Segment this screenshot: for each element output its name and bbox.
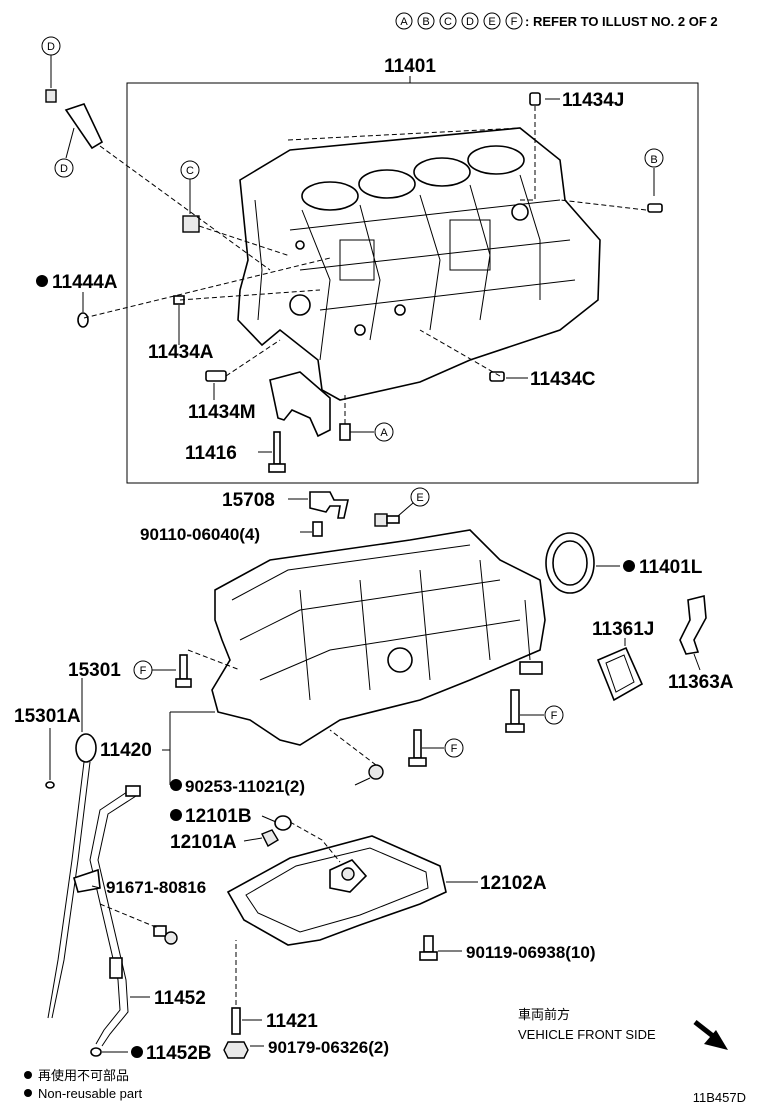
sensor-d-icon	[45, 89, 104, 150]
vehicle-front-arrow-icon	[693, 1020, 728, 1050]
part-15301[interactable]: 15301	[68, 660, 121, 681]
part-11420[interactable]: 11420	[100, 740, 152, 761]
part-15708[interactable]: 15708	[222, 490, 275, 511]
dipstick-15301-drawing	[47, 733, 97, 1019]
legend-dot-en	[24, 1089, 32, 1097]
part-11444A[interactable]: 11444A	[52, 272, 118, 293]
bracket-15708-icon	[309, 491, 349, 519]
bolt-90119-icon	[419, 935, 438, 961]
pin-11434m-icon	[205, 370, 227, 382]
bolt-90110-icon	[312, 521, 323, 537]
part-90179[interactable]: 90179-06326(2)	[268, 1038, 389, 1057]
part-11416[interactable]: 11416	[185, 443, 237, 464]
ref-letter-b: B	[422, 16, 429, 28]
vehicle-front-jp: 車両前方	[518, 1007, 570, 1022]
ref-text: : REFER TO ILLUST NO. 2 OF 2	[525, 14, 718, 29]
part-11434A[interactable]: 11434A	[148, 342, 214, 363]
callout-c: C	[186, 165, 194, 177]
legend-jp: 再使用不可部品	[38, 1068, 129, 1083]
guide-11452-drawing	[73, 785, 141, 1047]
lower-crankcase-drawing	[211, 529, 546, 746]
oil-pan-12102a-drawing	[226, 835, 447, 946]
legend-en: Non-reusable part	[38, 1086, 142, 1101]
legend-dot-jp	[24, 1071, 32, 1079]
part-90119[interactable]: 90119-06938(10)	[466, 943, 596, 962]
callout-b: B	[650, 154, 657, 166]
gasket-11361j-icon	[596, 646, 644, 702]
bolt-f3-icon	[408, 729, 427, 767]
gasket-12101b-icon	[274, 815, 292, 831]
part-11452B[interactable]: 11452B	[146, 1043, 212, 1064]
part-11434J[interactable]: 11434J	[562, 90, 624, 111]
knock-sensor-c-icon	[182, 215, 200, 233]
part-11401L[interactable]: 11401L	[639, 557, 703, 578]
ref-letter-c: C	[444, 16, 452, 28]
callout-f2: F	[551, 710, 558, 722]
stud-11421-icon	[231, 1007, 241, 1035]
callout-e: E	[416, 492, 423, 504]
callout-f3: F	[451, 743, 458, 755]
o-ring-11452b-icon	[90, 1047, 102, 1057]
plug-12101a-icon	[261, 829, 279, 847]
vehicle-front-en: VEHICLE FRONT SIDE	[518, 1027, 656, 1042]
nut-90179-icon	[223, 1041, 249, 1059]
non-reusable-dot	[623, 560, 635, 572]
pin-a-icon	[339, 423, 351, 441]
ref-letter-d: D	[466, 16, 474, 28]
part-11434M[interactable]: 11434M	[188, 402, 256, 423]
ref-letter-a: A	[400, 16, 408, 28]
part-11434C[interactable]: 11434C	[530, 369, 596, 390]
bolt-f2-icon	[505, 689, 525, 733]
callout-d-top: D	[47, 41, 55, 53]
plug-90253-icon	[368, 764, 384, 780]
callout-f1: F	[140, 665, 147, 677]
cylinder-block-drawing	[237, 127, 601, 401]
non-reusable-dot	[36, 275, 48, 287]
part-12101B[interactable]: 12101B	[185, 806, 252, 827]
reference-header: A B C D E F : REFER TO ILLUST NO. 2 OF 2	[395, 12, 718, 30]
part-12102A[interactable]: 12102A	[480, 873, 547, 894]
callout-a: A	[380, 427, 388, 439]
part-11401[interactable]: 11401	[384, 56, 436, 77]
oil-seal-11401l-icon	[545, 532, 595, 594]
pin-11434j-icon	[529, 92, 541, 106]
o-ring-11444a-icon	[77, 312, 89, 328]
bolt-e-icon	[374, 513, 400, 527]
non-reusable-dot	[131, 1046, 143, 1058]
part-90253[interactable]: 90253-11021(2)	[185, 777, 305, 796]
part-12101A[interactable]: 12101A	[170, 832, 237, 853]
non-reusable-dot	[170, 779, 182, 791]
bolt-f1-icon	[175, 654, 192, 688]
ref-letter-e: E	[488, 16, 495, 28]
diagram-code: 11B457D	[693, 1090, 746, 1105]
bolt-11416-icon	[268, 431, 286, 473]
part-91671[interactable]: 91671-80816	[106, 878, 206, 897]
ref-letter-circles: A B C D E F	[395, 12, 523, 30]
bolt-91671-icon	[153, 925, 178, 945]
cylinder-block-frame	[126, 82, 699, 484]
callout-d-bottom: D	[60, 163, 68, 175]
part-11452[interactable]: 11452	[154, 988, 206, 1009]
pin-11434c-icon	[489, 371, 505, 382]
part-11361J[interactable]: 11361J	[592, 619, 654, 640]
part-11421[interactable]: 11421	[266, 1011, 318, 1032]
o-ring-15301a-icon	[45, 781, 55, 789]
non-reusable-dot	[170, 809, 182, 821]
part-90110[interactable]: 90110-06040(4)	[140, 525, 260, 544]
pin-b-icon	[647, 203, 663, 213]
part-11363a-icon	[679, 594, 707, 655]
bearing-cap	[269, 371, 331, 438]
ref-letter-f: F	[511, 16, 518, 28]
part-15301A[interactable]: 15301A	[14, 706, 81, 727]
part-11363A[interactable]: 11363A	[668, 672, 734, 693]
